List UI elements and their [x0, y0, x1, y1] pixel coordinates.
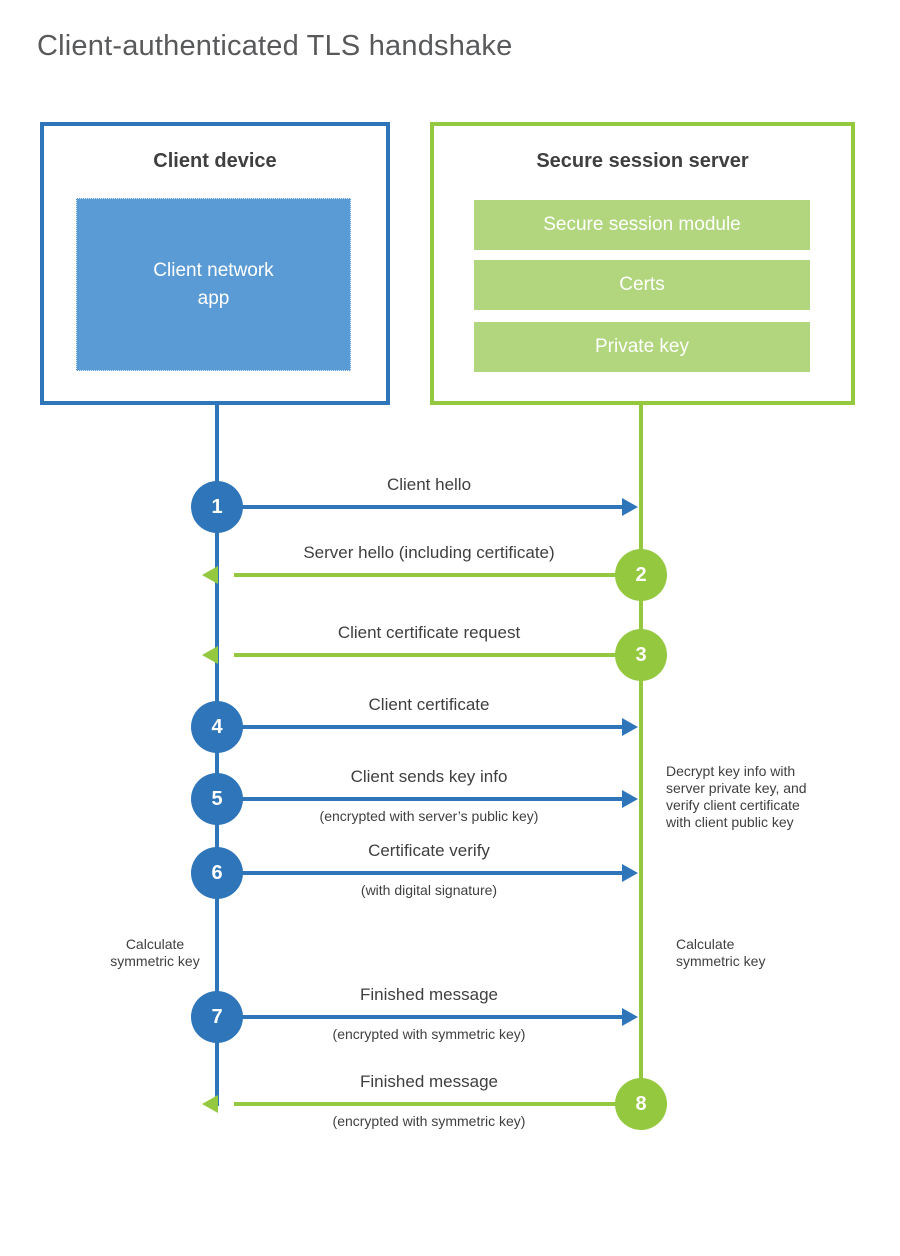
step-2-badge: 2 [615, 549, 667, 601]
secure-session-server-box: Secure session server Secure session mod… [430, 122, 855, 405]
step-6-badge: 6 [191, 847, 243, 899]
step-4-badge: 4 [191, 701, 243, 753]
secure-session-server-title: Secure session server [536, 150, 749, 172]
arrow-head-icon [622, 1008, 638, 1026]
step-5-badge: 5 [191, 773, 243, 825]
client-network-app-module: Client network app [76, 198, 351, 371]
message-label: Client sends key info [350, 767, 508, 786]
arrow-head-icon [622, 718, 638, 736]
server-lifeline [639, 405, 643, 1106]
message-label: Client certificate [368, 695, 490, 714]
decrypt-key-note: Decrypt key info with server private key… [666, 763, 807, 830]
server-module-bar: Private key [474, 322, 810, 372]
arrow-head-icon [622, 864, 638, 882]
calculate-symmetric-key-server-note: Calculate symmetric key [676, 936, 766, 969]
message-label: Server hello (including certificate) [303, 543, 555, 562]
message-sublabel: (encrypted with symmetric key) [332, 1026, 526, 1042]
client-message-arrow [242, 505, 624, 509]
message-sublabel: (encrypted with symmetric key) [332, 1113, 526, 1129]
page-title: Client-authenticated TLS handshake [37, 30, 513, 62]
client-message-arrow [242, 1015, 624, 1019]
message-label: Certificate verify [368, 841, 490, 860]
client-message-arrow [242, 725, 624, 729]
client-message-arrow [242, 871, 624, 875]
server-message-arrow [234, 653, 616, 657]
server-module-bar: Certs [474, 260, 810, 310]
arrow-head-icon [202, 566, 218, 584]
message-label: Finished message [360, 985, 498, 1004]
message-sublabel: (with digital signature) [360, 882, 498, 898]
client-lifeline [215, 405, 219, 1106]
arrow-head-icon [622, 498, 638, 516]
client-device-box: Client device Client network app [40, 122, 390, 405]
step-7-badge: 7 [191, 991, 243, 1043]
client-message-arrow [242, 797, 624, 801]
server-module-bar: Secure session module [474, 200, 810, 250]
server-message-arrow [234, 1102, 616, 1106]
step-3-badge: 3 [615, 629, 667, 681]
step-8-badge: 8 [615, 1078, 667, 1130]
arrow-head-icon [202, 646, 218, 664]
client-device-title: Client device [153, 150, 277, 172]
server-message-arrow [234, 573, 616, 577]
message-label: Finished message [360, 1072, 498, 1091]
step-1-badge: 1 [191, 481, 243, 533]
calculate-symmetric-key-client-note: Calculate symmetric key [110, 936, 200, 969]
arrow-head-icon [202, 1095, 218, 1113]
message-label: Client hello [386, 475, 472, 494]
message-label: Client certificate request [337, 623, 521, 642]
message-sublabel: (encrypted with server’s public key) [319, 808, 539, 824]
arrow-head-icon [622, 790, 638, 808]
